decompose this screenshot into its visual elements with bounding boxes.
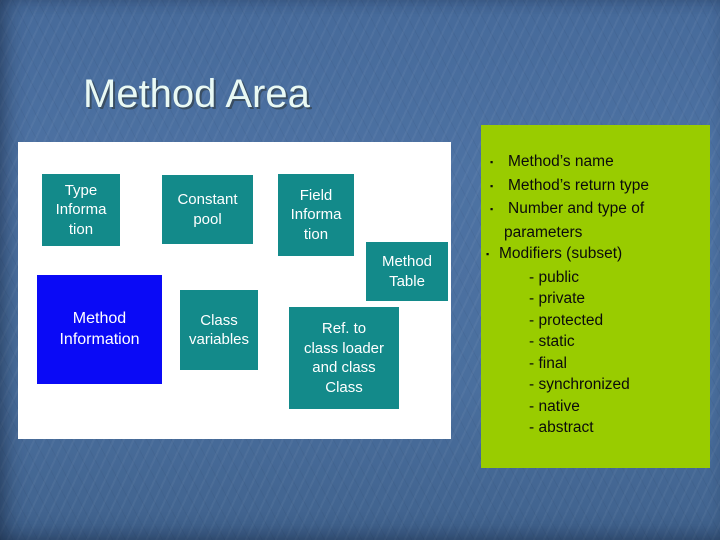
note-item: - abstract: [481, 417, 710, 439]
note-item: - synchronized: [481, 374, 710, 396]
note-item: - final: [481, 353, 710, 375]
square-bullet-icon: ▪: [490, 157, 494, 167]
square-bullet-icon: ▪: [490, 180, 494, 191]
note-text: Method’s name: [508, 153, 614, 170]
note-item: parameters: [481, 222, 710, 244]
note-item: - native: [481, 396, 710, 418]
square-bullet-icon: ▪: [490, 204, 494, 214]
box-field-information: Field Informa tion: [278, 174, 354, 256]
box-method-information: Method Information: [37, 275, 162, 384]
box-constant-pool-label: Constant pool: [177, 191, 238, 228]
note-text: - final: [529, 354, 567, 372]
note-text: - protected: [529, 311, 604, 329]
box-method-information-label: Method Information: [59, 309, 140, 348]
square-bullet-icon: ▪: [486, 249, 490, 259]
note-text: - abstract: [529, 419, 594, 436]
note-item: - private: [481, 288, 710, 310]
box-ref-class-loader: Ref. to class loader and class Class: [289, 307, 399, 409]
notes-box: ▪ Method’s name ▪ Method’s return type ▪…: [481, 125, 710, 468]
slide-title: Method Area: [83, 72, 310, 116]
note-item: ▪ Method’s name: [481, 151, 710, 175]
note-item: - static: [481, 331, 710, 353]
note-text: - native: [529, 397, 580, 415]
note-item: ▪ Modifiers (subset): [481, 243, 710, 267]
note-item: - protected: [481, 310, 710, 332]
note-text: - private: [529, 290, 585, 307]
note-text: - synchronized: [529, 376, 630, 393]
box-class-variables: Class variables: [180, 290, 258, 370]
box-constant-pool: Constant pool: [162, 175, 253, 244]
note-text: Modifiers (subset): [499, 245, 623, 262]
note-text: - static: [529, 333, 575, 350]
note-item: ▪ Method’s return type: [481, 175, 710, 199]
note-item: ▪ Number and type of: [481, 198, 710, 222]
note-text: parameters: [504, 223, 583, 241]
note-text: - public: [529, 268, 579, 286]
box-method-table: Method Table: [366, 242, 448, 301]
box-type-information-label: Type Informa tion: [55, 181, 107, 238]
note-text: Method’s return type: [508, 176, 650, 194]
box-field-information-label: Field Informa tion: [290, 186, 342, 243]
box-method-table-label: Method Table: [381, 253, 433, 290]
note-item: - public: [481, 267, 710, 289]
box-class-variables-label: Class variables: [188, 311, 250, 349]
note-text: Number and type of: [508, 200, 645, 217]
box-type-information: Type Informa tion: [42, 174, 120, 246]
box-ref-class-loader-label: Ref. to class loader and class Class: [303, 320, 385, 396]
